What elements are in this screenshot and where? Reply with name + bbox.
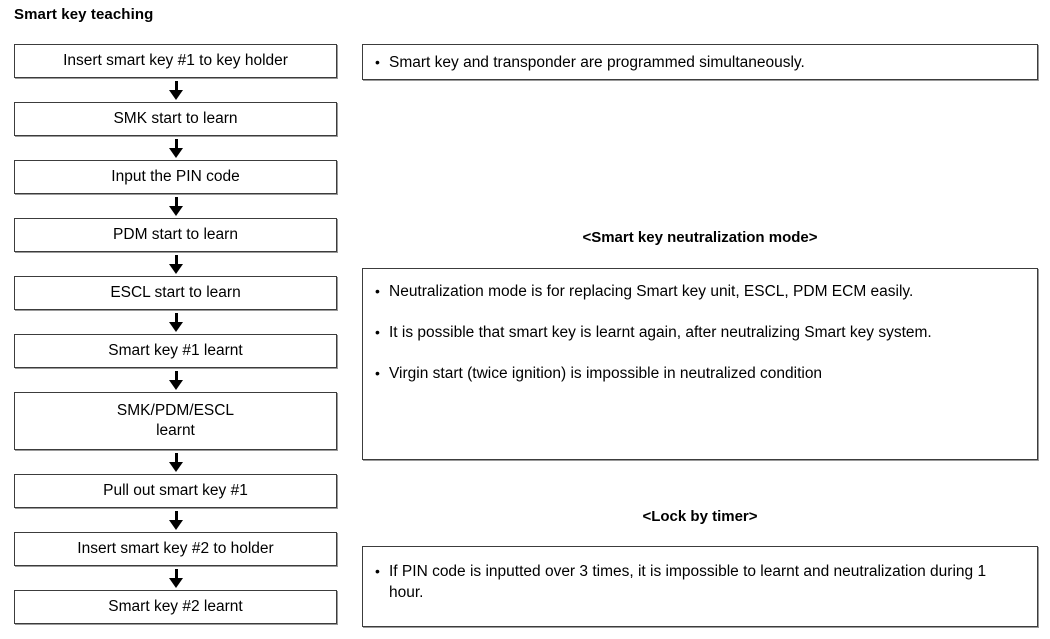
flow-node-label: Smart key #2 learnt — [108, 598, 243, 615]
arrow-head — [169, 322, 183, 332]
down-arrow-icon — [14, 136, 337, 160]
bullet-list: Smart key and transponder are programmed… — [363, 45, 1037, 73]
down-arrow-icon — [14, 566, 337, 590]
down-arrow-icon — [14, 508, 337, 532]
heading-smart-key-neutralization-mode: <Smart key neutralization mode> — [582, 229, 818, 246]
flow-node-label: Smart key #1 learnt — [108, 342, 243, 359]
down-arrow-icon — [14, 252, 337, 276]
flow-node-label: Insert smart key #1 to key holder — [63, 52, 288, 69]
heading-lock-by-timer: <Lock by timer> — [642, 508, 758, 525]
flow-node-label: Pull out smart key #1 — [103, 482, 248, 499]
arrow-stem — [175, 255, 178, 267]
arrow-head — [169, 90, 183, 100]
flow-node-smk-start-to-learn: SMK start to learn — [14, 102, 337, 136]
flow-node-insert-smart-key-2: Insert smart key #2 to holder — [14, 532, 337, 566]
flow-node-insert-smart-key-1: Insert smart key #1 to key holder — [14, 44, 337, 78]
arrow-stem — [175, 139, 178, 151]
arrow-head — [169, 380, 183, 390]
down-arrow-icon — [14, 78, 337, 102]
arrow-stem — [175, 371, 178, 383]
arrow-stem — [175, 81, 178, 93]
down-arrow-icon — [14, 368, 337, 392]
arrow-head — [169, 578, 183, 588]
flow-node-label: SMK start to learn — [113, 110, 238, 127]
arrow-stem — [175, 511, 178, 523]
bullet-item: Smart key and transponder are programmed… — [373, 52, 1027, 73]
arrow-head — [169, 462, 183, 472]
down-arrow-icon — [14, 450, 337, 474]
flow-node-smart-key-1-learnt: Smart key #1 learnt — [14, 334, 337, 368]
flow-node-smart-key-2-learnt: Smart key #2 learnt — [14, 590, 337, 624]
bullet-item: It is possible that smart key is learnt … — [373, 322, 1023, 343]
arrow-head — [169, 206, 183, 216]
down-arrow-icon — [14, 310, 337, 334]
flow-node-pdm-start-to-learn: PDM start to learn — [14, 218, 337, 252]
bullet-item: If PIN code is inputted over 3 times, it… — [373, 561, 1023, 603]
note-box-transponder: Smart key and transponder are programmed… — [362, 44, 1038, 80]
flowchart-column: Insert smart key #1 to key holder SMK st… — [14, 44, 337, 624]
arrow-stem — [175, 313, 178, 325]
bullet-item: Virgin start (twice ignition) is impossi… — [373, 363, 1023, 384]
arrow-head — [169, 520, 183, 530]
bullet-list: If PIN code is inputted over 3 times, it… — [363, 547, 1037, 603]
bullet-item: Neutralization mode is for replacing Sma… — [373, 281, 1023, 302]
notes-column: Smart key and transponder are programmed… — [362, 0, 1038, 639]
flow-node-pull-out-smart-key-1: Pull out smart key #1 — [14, 474, 337, 508]
note-box-lock-by-timer: If PIN code is inputted over 3 times, it… — [362, 546, 1038, 627]
down-arrow-icon — [14, 194, 337, 218]
note-box-neutralization: Neutralization mode is for replacing Sma… — [362, 268, 1038, 460]
arrow-stem — [175, 569, 178, 581]
flow-node-escl-start-to-learn: ESCL start to learn — [14, 276, 337, 310]
arrow-head — [169, 148, 183, 158]
flow-node-label: ESCL start to learn — [110, 284, 241, 301]
flow-node-label: Insert smart key #2 to holder — [77, 540, 274, 557]
flow-node-label: PDM start to learn — [113, 226, 238, 243]
arrow-head — [169, 264, 183, 274]
flow-node-label: SMK/PDM/ESCL learnt — [116, 402, 235, 439]
flow-node-label: Input the PIN code — [111, 168, 240, 185]
bullet-list: Neutralization mode is for replacing Sma… — [363, 269, 1037, 384]
page-title: Smart key teaching — [14, 6, 154, 23]
arrow-stem — [175, 453, 178, 465]
flow-node-input-the-pin-code: Input the PIN code — [14, 160, 337, 194]
arrow-stem — [175, 197, 178, 209]
flow-node-smk-pdm-escl-learnt: SMK/PDM/ESCL learnt — [14, 392, 337, 450]
